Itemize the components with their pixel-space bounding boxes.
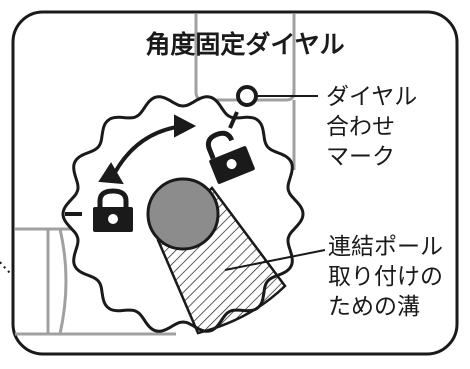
groove-label: 連結ポール 取り付けの ための溝 (328, 232, 443, 322)
groove-leader-line (224, 249, 326, 271)
alignment-mark-label-line: 合わせ (326, 114, 395, 140)
alignment-mark-label-line: ダイヤル (326, 84, 418, 110)
outer-frame (11, 10, 459, 356)
double-arrow-icon (98, 114, 197, 185)
groove-label-line: ための溝 (328, 294, 420, 320)
alignment-mark-label-line: マーク (326, 144, 395, 170)
padlock-open-icon (205, 130, 255, 184)
alignment-mark-label: ダイヤル 合わせ マーク (326, 82, 417, 172)
dotted-connector (0, 261, 15, 277)
groove-label-line: 取り付けの (328, 264, 443, 290)
diagram-title: 角度固定ダイヤル (145, 30, 345, 59)
alignment-mark-ring (236, 85, 258, 107)
unlock-position-tick (228, 111, 239, 129)
padlock-closed-icon (93, 188, 133, 232)
groove-label-line: 連結ポール (328, 234, 443, 260)
pole-circle (146, 177, 220, 251)
